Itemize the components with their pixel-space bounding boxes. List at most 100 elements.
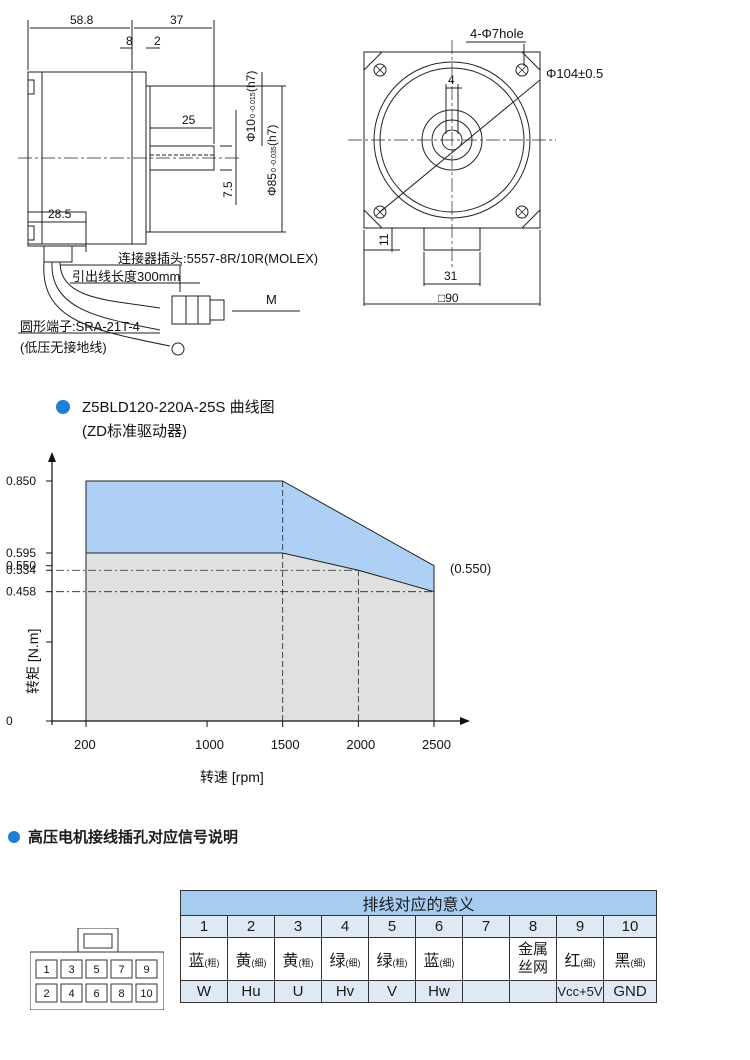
connector-pin-label: 7 (118, 964, 124, 976)
ring-terminal (171, 342, 185, 356)
wire-color-cell: 金属丝网 (509, 937, 557, 981)
wire-gauge: (细) (345, 958, 361, 968)
m-label: M (266, 292, 277, 307)
pilot-tolerance: 0 -0.035 (271, 146, 278, 172)
holes-label: 4-Φ7hole (470, 26, 524, 41)
signal-name (462, 980, 510, 1003)
x-axis-label: 转速 [rpm] (200, 769, 264, 785)
signal-section-title-text: 高压电机接线插孔对应信号说明 (28, 829, 239, 846)
y-tick-label: 0.850 (6, 474, 36, 488)
wire-color-cell: 红(细) (556, 937, 604, 981)
wire-gauge: (细) (439, 958, 455, 968)
dim-58-8: 58.8 (70, 13, 94, 27)
connector-pin (85, 983, 108, 1003)
wire-color: 金属丝网 (517, 940, 548, 976)
dim-square-90: □90 (438, 291, 459, 305)
pin-number: 4 (321, 915, 369, 938)
dim-28-5: 28.5 (48, 207, 72, 221)
signal-name: GND (603, 980, 657, 1003)
pilot-fit: (h7) (265, 125, 279, 146)
signal-name: W (180, 980, 228, 1003)
x-tick-label: 200 (74, 737, 96, 752)
wire-gauge: (粗) (204, 958, 220, 968)
x-tick-label: 1000 (195, 737, 224, 752)
wire-color: 黑 (614, 953, 631, 970)
pin-number: 1 (180, 915, 228, 938)
table-caption: 排线对应的意义 (180, 890, 657, 916)
pin-number: 6 (415, 915, 463, 938)
shaft-diameter: Φ10 (244, 119, 258, 142)
key-width-label: 4 (448, 73, 455, 87)
wire-color-cell: 黄(粗) (274, 937, 322, 981)
signal-name: Vcc+5V (556, 980, 604, 1003)
wire-gauge: (细) (251, 958, 267, 968)
wire-color-cell: 蓝(粗) (180, 937, 228, 981)
mounting-hole (515, 205, 529, 219)
mounting-hole (515, 63, 529, 77)
wire-color: 黄 (282, 953, 299, 970)
signal-name: Hv (321, 980, 369, 1003)
signal-name: Hu (227, 980, 275, 1003)
connector-pin-label: 2 (43, 988, 49, 1000)
wire-color-row: 蓝(粗) 黄(细) 黄(粗) 绿(细) 绿(粗) 蓝(细) 金属丝网 红(细) … (180, 937, 657, 981)
pin-number: 8 (509, 915, 557, 938)
terminal-note: 圆形端子:SRA-21T-4 (20, 319, 140, 334)
wire-color-cell: 黑(细) (603, 937, 657, 981)
wire-color: 黄 (235, 953, 252, 970)
wire-color: 绿 (376, 953, 393, 970)
wire-gauge: (细) (630, 958, 646, 968)
signal-name: V (368, 980, 416, 1003)
mounting-hole (373, 205, 387, 219)
connector-pin-label: 5 (93, 964, 99, 976)
wire-gauge: (粗) (392, 958, 408, 968)
x-tick-label: 2500 (422, 737, 451, 752)
wire-color: 蓝 (423, 953, 440, 970)
y-tick-label: 0.595 (6, 546, 36, 560)
lead-length-note: 引出线长度300mm (72, 269, 180, 284)
y-tick-label: 0.550 (6, 559, 36, 573)
y-tick-label: 0 (6, 714, 13, 728)
wire-color: 红 (564, 953, 581, 970)
wire-color-cell: 黄(细) (227, 937, 275, 981)
shaft-fit: (h7) (244, 71, 258, 92)
wire-gauge: (细) (580, 958, 596, 968)
dim-31: 31 (444, 269, 458, 283)
signal-section-title: 高压电机接线插孔对应信号说明 (8, 826, 238, 847)
wire-color-cell (462, 937, 510, 981)
connector-pin-label: 4 (68, 988, 74, 1000)
connector-pin (60, 983, 83, 1003)
connector-pin-label: 10 (140, 988, 152, 1000)
connector-pin (35, 983, 58, 1003)
wire-color-cell: 绿(粗) (368, 937, 416, 981)
pin-number: 5 (368, 915, 416, 938)
pin-number: 2 (227, 915, 275, 938)
connector-pin (110, 983, 133, 1003)
pin-number: 3 (274, 915, 322, 938)
wire-gauge: (粗) (298, 958, 314, 968)
chart-title: Z5BLD120-220A-25S 曲线图 (82, 399, 275, 416)
dim-11: 11 (377, 233, 391, 246)
pin-number: 9 (556, 915, 604, 938)
pin-number: 7 (462, 915, 510, 938)
torque-speed-chart: Z5BLD120-220A-25S 曲线图 (ZD标准驱动器) 0 0.458 0.… (6, 399, 491, 785)
connector-pin (60, 959, 83, 979)
technical-drawings: 58.8 37 8 2 25 28.5 7.5 Φ10 0 -0.015 (h7… (18, 13, 603, 356)
wire-color-cell: 蓝(细) (415, 937, 463, 981)
connector-pin (135, 983, 158, 1003)
chart-annotation: (0.550) (450, 561, 491, 576)
x-tick-label: 2000 (346, 737, 375, 752)
chart-title-dot (56, 400, 70, 414)
signal-name: Hw (415, 980, 463, 1003)
chart-subtitle: (ZD标准驱动器) (82, 423, 187, 440)
shaft-tolerance: 0 -0.015 (250, 92, 257, 118)
wire-color: 绿 (329, 953, 346, 970)
connector-pin (110, 959, 133, 979)
pilot-diameter: Φ85 (265, 173, 279, 196)
mounting-hole (373, 63, 387, 77)
dim-2: 2 (154, 34, 161, 48)
y-tick-label: 0.458 (6, 585, 36, 599)
connector-pin (35, 959, 58, 979)
terminal-subnote: (低压无接地线) (20, 340, 107, 355)
connector-pin-label: 6 (93, 988, 99, 1000)
